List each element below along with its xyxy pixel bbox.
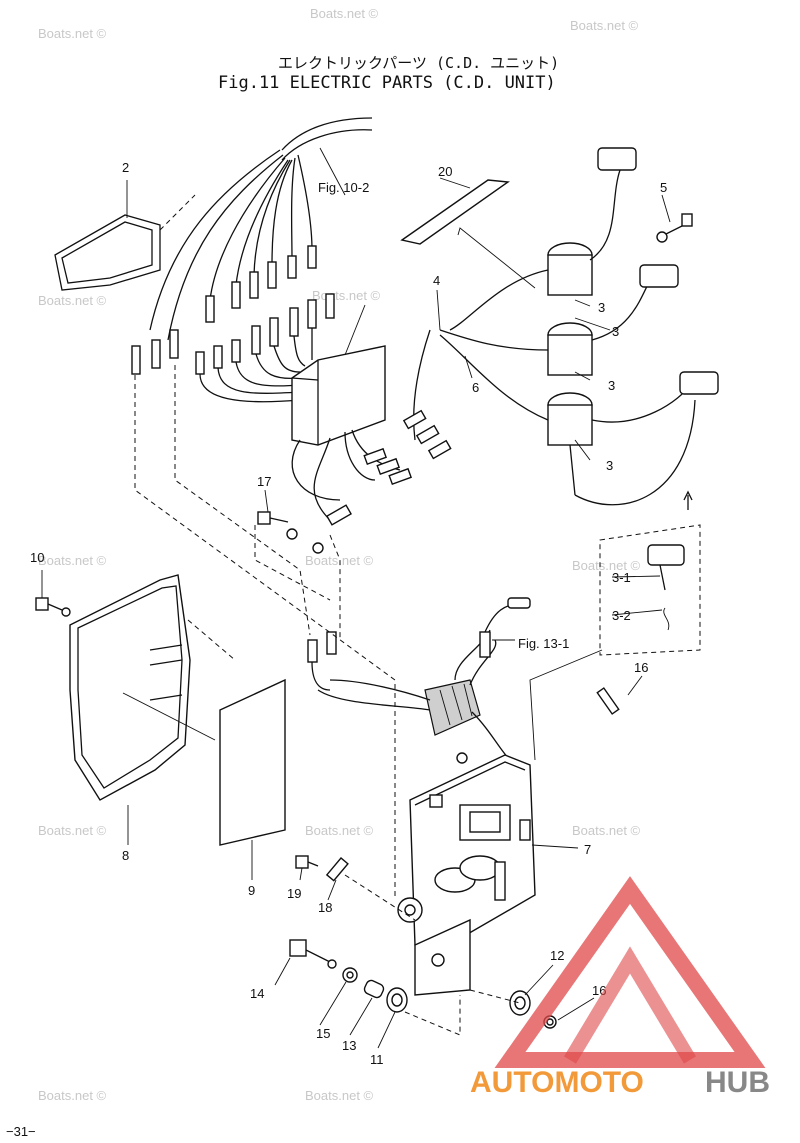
watermark: Boats.net ©	[572, 558, 641, 573]
logo-text: AUTOMOTO	[470, 1066, 644, 1099]
logo-text: HUB	[705, 1066, 770, 1099]
cd-unit-box	[291, 345, 413, 526]
label-part-19: 19	[287, 886, 301, 901]
watermark: Boats.net ©	[38, 823, 107, 838]
label-part-14: 14	[250, 986, 264, 1001]
watermark: Boats.net ©	[305, 553, 374, 568]
label-part-2: 2	[122, 160, 129, 175]
bolt-part-5	[656, 213, 693, 243]
label-part-13: 13	[342, 1038, 356, 1053]
cd-unit-part-7	[397, 754, 536, 996]
label-part-7: 7	[584, 842, 591, 857]
watermark: Boats.net ©	[572, 823, 641, 838]
leader-lines	[41, 147, 671, 1049]
label-part-3: 3	[606, 458, 613, 473]
label-part-6: 6	[472, 380, 479, 395]
figure-reference: Fig. 13-1	[518, 636, 569, 651]
part-labels: 2 20 5 4 6 3 3 3 3 17 10 3-1 3-2 16 8 7 …	[30, 160, 667, 1067]
bolt-part-16-upper	[596, 687, 620, 715]
label-part-20: 20	[438, 164, 452, 179]
label-part-17: 17	[257, 474, 271, 489]
figure-reference: Fig. 10-2	[318, 180, 369, 195]
watermark: Boats.net ©	[570, 18, 639, 33]
mounting-hardware	[289, 939, 557, 1029]
label-part-9: 9	[248, 883, 255, 898]
cover-part-8	[69, 574, 191, 801]
label-part-3-1: 3-1	[612, 570, 631, 585]
watermark: Boats.net ©	[310, 6, 379, 21]
bracket-part-2	[54, 214, 161, 291]
label-part-3: 3	[598, 300, 605, 315]
ignition-coils	[402, 147, 719, 506]
label-part-8: 8	[122, 848, 129, 863]
cap-detail-box	[599, 490, 701, 656]
figure-title: Fig.11 ELECTRIC PARTS (C.D. UNIT)	[218, 73, 556, 93]
label-part-3: 3	[612, 324, 619, 339]
label-part-4: 4	[433, 273, 440, 288]
watermarks: Boats.net © Boats.net © Boats.net © Boat…	[38, 6, 641, 1103]
screw-part-10	[35, 597, 71, 617]
label-part-18: 18	[318, 900, 332, 915]
label-part-15: 15	[316, 1026, 330, 1041]
sleeve-part-18	[325, 857, 349, 882]
watermark: Boats.net ©	[38, 26, 107, 41]
label-part-3-2: 3-2	[612, 608, 631, 623]
bolt-part-17	[257, 511, 324, 554]
label-part-12: 12	[550, 948, 564, 963]
logo-triangle	[494, 876, 766, 1068]
label-part-16: 16	[634, 660, 648, 675]
wire-harness	[131, 117, 373, 403]
title-japanese: エレクトリックパーツ (C.D. ユニット)	[278, 54, 559, 72]
sheet-part-9	[219, 678, 286, 846]
watermark: Boats.net ©	[312, 288, 381, 303]
screw-part-19	[295, 855, 319, 869]
watermark: Boats.net ©	[38, 1088, 107, 1103]
label-sheet-part-20	[400, 179, 510, 245]
site-logo: AUTOMOTO HUB	[470, 876, 770, 1099]
label-part-10: 10	[30, 550, 44, 565]
label-part-3: 3	[608, 378, 615, 393]
label-part-5: 5	[660, 180, 667, 195]
page-number: −31−	[6, 1124, 36, 1139]
rectifier-assembly	[307, 597, 531, 764]
watermark: Boats.net ©	[38, 293, 107, 308]
watermark: Boats.net ©	[305, 1088, 374, 1103]
watermark: Boats.net ©	[305, 823, 374, 838]
label-part-11: 11	[370, 1052, 384, 1067]
watermark: Boats.net ©	[38, 553, 107, 568]
